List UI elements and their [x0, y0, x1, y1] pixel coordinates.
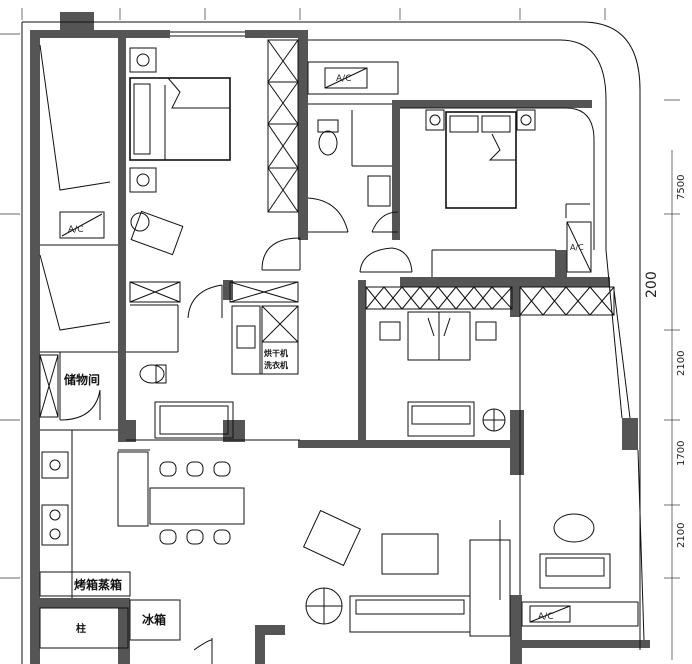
dim-right-mid1: 2100: [676, 351, 687, 376]
walls: [30, 12, 650, 664]
label-washer: 洗衣机: [264, 360, 288, 370]
label-oven-steamer: 烤箱蒸箱: [74, 577, 122, 592]
label-small-appliance: 柱: [76, 622, 86, 635]
outline-lines: [21, 21, 645, 664]
living-room: [302, 509, 511, 637]
balcony-strip: [519, 286, 615, 595]
label-ac-left: A/C: [68, 225, 83, 235]
label-fridge: 冰箱: [142, 612, 166, 627]
balcony: [521, 513, 639, 627]
master-bedroom: [129, 39, 301, 271]
label-storage: 储物间: [64, 372, 100, 387]
label-ac-balcony: A/C: [538, 612, 553, 622]
second-bedroom: [425, 109, 592, 277]
left-corridor: [39, 44, 118, 421]
label-dryer: 烘干机: [264, 348, 288, 358]
label-ac-bedroom2: A/C: [570, 243, 584, 252]
dim-right-main: 200: [644, 271, 660, 298]
dim-right-mid2: 1700: [676, 441, 687, 466]
dining-area: [117, 449, 245, 664]
kitchen: [39, 429, 181, 649]
dim-right-bottom: 2100: [676, 523, 687, 548]
right-dimension-line: [664, 99, 680, 660]
master-bath: [126, 281, 299, 439]
study: [365, 286, 513, 437]
upper-bath: [307, 61, 413, 273]
label-ac-top: A/C: [336, 74, 351, 84]
dim-right-top: 7500: [676, 175, 687, 200]
top-dimension-ticks: [0, 8, 606, 579]
